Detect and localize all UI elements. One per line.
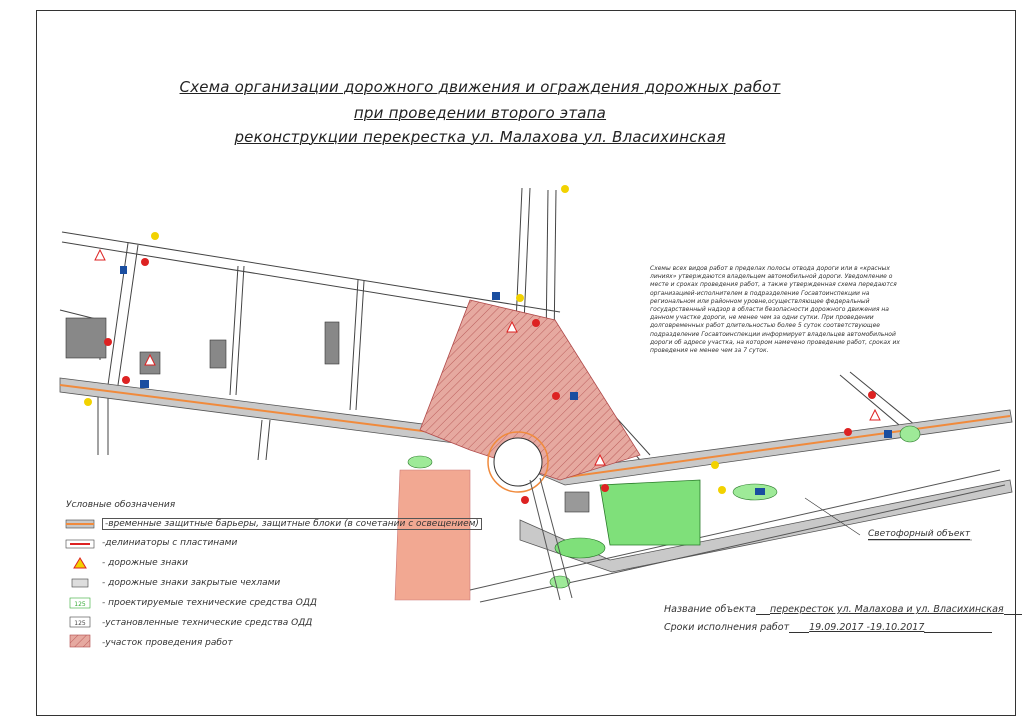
general-notes: Схемы всех видов работ в пределах полосы… — [650, 265, 900, 355]
title-line-2: при проведении второго этапа — [353, 104, 607, 122]
svg-text:125: 125 — [74, 601, 86, 608]
title-line-3: реконструкции перекрестка ул. Малахова у… — [234, 128, 726, 146]
legend-item: - дорожные знаки закрытые чехлами — [66, 576, 466, 596]
southern-avenue — [519, 479, 1013, 573]
road-signs — [84, 185, 892, 504]
salmon-block — [394, 469, 471, 601]
signal-object-label: Светофорный объект — [868, 529, 971, 540]
legend-label: -участок проведения работ — [102, 638, 233, 648]
title-line-1: Схема организации дорожного движения и о… — [179, 78, 781, 96]
object-name-label: Название объекта — [664, 604, 757, 615]
legend-label: - дорожные знаки закрытые чехлами — [102, 578, 281, 588]
work-period-value: 19.09.2017 -19.10.2017 — [809, 622, 925, 633]
legend-label: -временные защитные барьеры, защитные бл… — [102, 518, 482, 530]
legend-symbols: 125 125 — [65, 519, 95, 648]
work-area-hatch — [420, 300, 640, 480]
roundabout — [493, 437, 543, 487]
legend-label: -делиниаторы с пластинами — [102, 538, 238, 548]
object-name-value: перекресток ул. Малахова и ул. Власихинс… — [770, 604, 1004, 615]
legend: -временные защитные барьеры, защитные бл… — [66, 516, 482, 656]
legend-item: -установленные технические средства ОДД — [66, 616, 466, 636]
legend-item: - дорожные знаки — [66, 556, 466, 576]
object-name-row: Название объекта перекресток ул. Малахова… — [664, 604, 1022, 615]
green-area — [599, 479, 701, 546]
drawing-frame — [36, 10, 1016, 716]
svg-text:125: 125 — [74, 620, 86, 627]
legend-label: - дорожные знаки — [102, 558, 189, 568]
legend-label: -установленные технические средства ОДД — [102, 618, 313, 628]
legend-item: -временные защитные барьеры, защитные бл… — [66, 516, 482, 536]
work-period-row: Сроки исполнения работ 19.09.2017 -19.10.… — [664, 622, 993, 633]
legend-item: -участок проведения работ — [66, 636, 466, 656]
work-period-label: Сроки исполнения работ — [664, 622, 790, 633]
legend-label: - проектируемые технические средства ОДД — [102, 598, 317, 608]
legend-item: - проектируемые технические средства ОДД — [66, 596, 466, 616]
legend-title: Условные обозначения — [66, 500, 176, 510]
legend-item: -делиниаторы с пластинами — [66, 536, 466, 556]
